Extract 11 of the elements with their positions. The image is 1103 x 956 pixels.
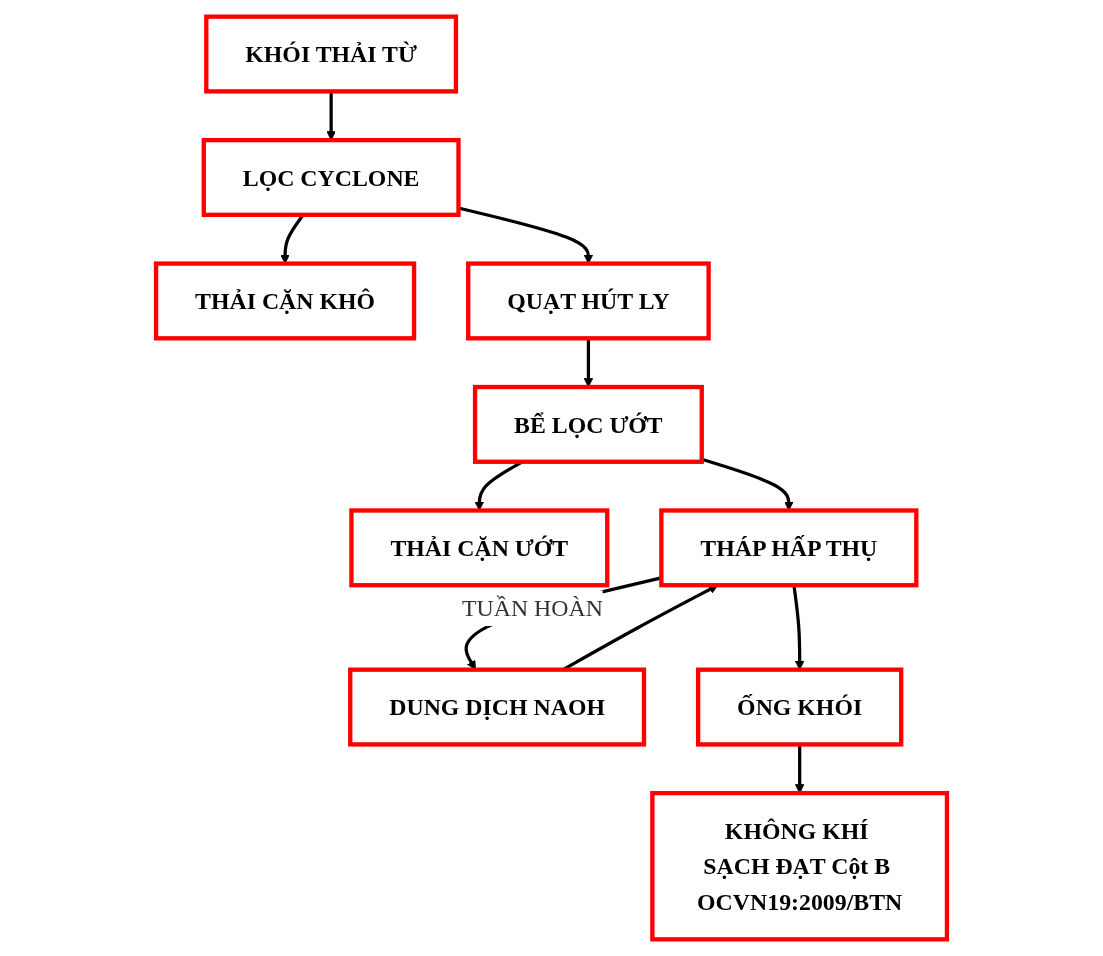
- edge-label: TUẦN HOÀN: [461, 594, 603, 622]
- node-box: KHÓI THẢI TỪ: [204, 14, 459, 94]
- node-box: THÁP HẤP THỤ: [659, 508, 919, 588]
- node-box: ỐNG KHÓI: [695, 667, 904, 747]
- node-box: THẢI CẶN ƯỚT: [349, 508, 610, 588]
- node-box: DUNG DỊCH NAOH: [348, 667, 647, 747]
- node-box: LỌC CYCLONE: [201, 137, 461, 217]
- node-box: BỂ LỌC ƯỚT: [472, 384, 704, 464]
- node-box: THẢI CẶN KHÔ: [153, 261, 417, 341]
- node-box: QUẠT HÚT LY: [466, 261, 711, 341]
- node-box: KHÔNG KHÍ SẠCH ĐẠT Cột B OCVN19:2009/BTN: [650, 790, 950, 942]
